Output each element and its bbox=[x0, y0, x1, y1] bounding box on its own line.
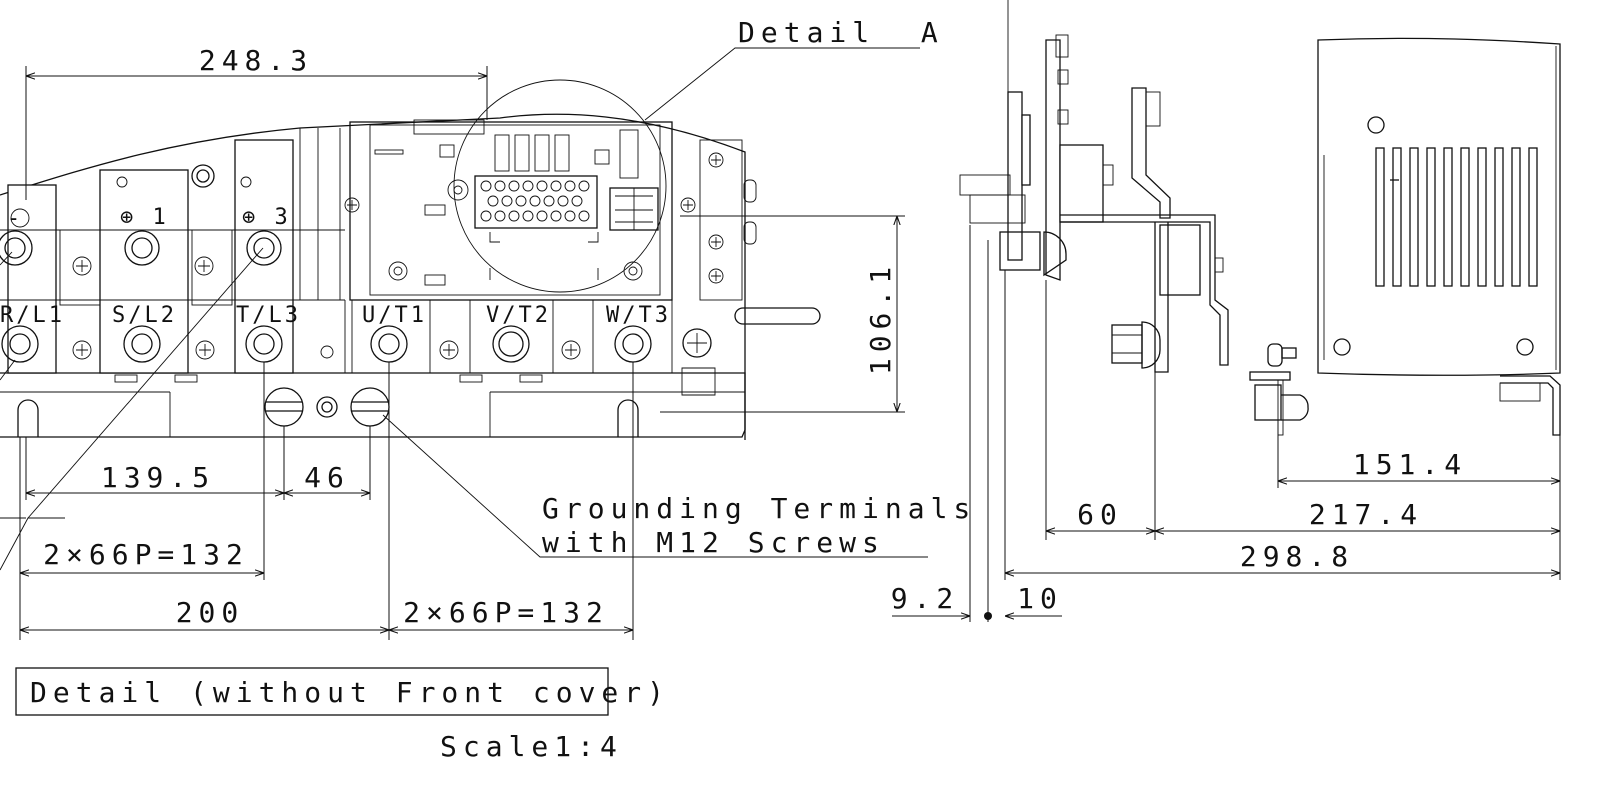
detail-title: Detail (without Front cover) bbox=[30, 676, 670, 709]
terminal-wt3-label: W/T3 bbox=[606, 303, 671, 328]
terminal-plus1-label: ⊕ 1 bbox=[120, 205, 169, 230]
front-dimensions: 248.3 106.1 139.5 46 2×66P=132 200 2×66P… bbox=[0, 44, 905, 640]
dimension-46: 46 bbox=[304, 461, 350, 494]
dimension-200: 200 bbox=[176, 596, 245, 629]
dimension-10: 10 bbox=[1017, 582, 1063, 615]
leader-lines bbox=[0, 47, 928, 571]
scale-label: Scale1:4 bbox=[440, 730, 623, 763]
dimension-298-8: 298.8 bbox=[1240, 540, 1354, 573]
front-detail-view bbox=[0, 79, 821, 440]
dimension-217-4: 217.4 bbox=[1309, 498, 1423, 531]
terminal-ut1-label: U/T1 bbox=[362, 303, 427, 328]
terminal-plus3-label: ⊕ 3 bbox=[242, 205, 291, 230]
terminal-vt2-label: V/T2 bbox=[486, 303, 551, 328]
terminal-labels: - ⊕ 1 ⊕ 3 R/L1 S/L2 T/L3 U/T1 V/T2 W/T3 bbox=[0, 205, 671, 328]
detail-title-box bbox=[15, 667, 609, 716]
dimension-2x66-upper: 2×66P=132 bbox=[43, 538, 249, 571]
dimension-106-1: 106.1 bbox=[864, 261, 897, 375]
dimension-151-4: 151.4 bbox=[1353, 448, 1467, 481]
side-dimensions: 151.4 60 217.4 298.8 9.2 10 bbox=[891, 225, 1561, 622]
terminal-sl2-label: S/L2 bbox=[112, 303, 177, 328]
terminal-minus-label: - bbox=[7, 206, 23, 231]
side-view bbox=[959, 0, 1561, 436]
dimension-139-5: 139.5 bbox=[101, 461, 215, 494]
terminal-rl1-label: R/L1 bbox=[0, 303, 65, 328]
detail-a-label: Detail A bbox=[738, 16, 944, 49]
dimension-2x66-lower: 2×66P=132 bbox=[403, 596, 609, 629]
dimension-248-3: 248.3 bbox=[199, 44, 313, 77]
terminal-tl3-label: T/L3 bbox=[236, 303, 301, 328]
grounding-screws-label: with M12 Screws bbox=[542, 526, 885, 559]
dimension-60: 60 bbox=[1077, 498, 1123, 531]
dimension-9-2: 9.2 bbox=[891, 582, 960, 615]
grounding-terminals-label: Grounding Terminals bbox=[542, 492, 976, 525]
